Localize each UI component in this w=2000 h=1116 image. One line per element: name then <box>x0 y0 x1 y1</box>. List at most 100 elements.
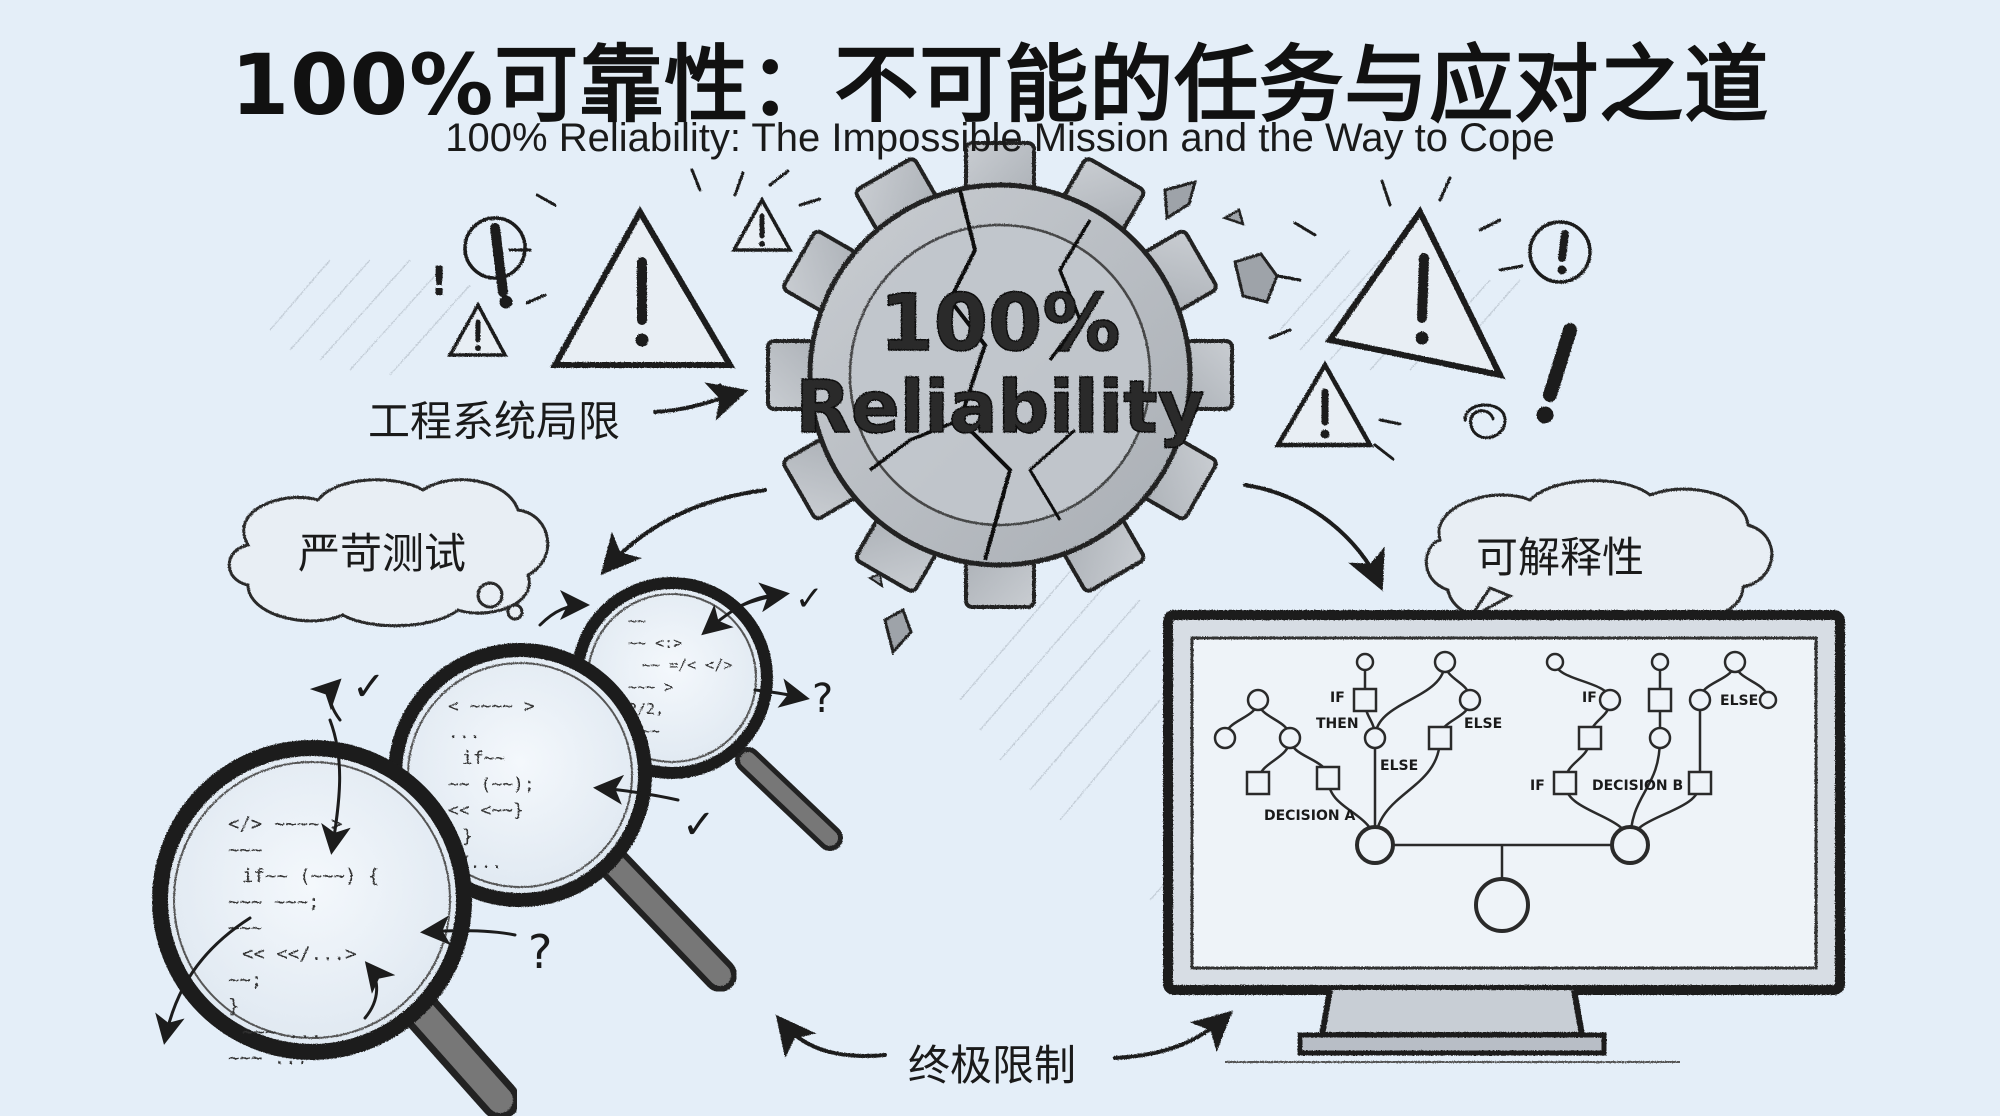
arrow-to-gear <box>653 382 749 421</box>
warning-triangle-icon <box>731 196 793 252</box>
decision-tree <box>1213 650 1778 933</box>
tree-node <box>1723 650 1747 674</box>
arrow-to-magnifiers <box>775 1014 887 1059</box>
tree-node <box>1363 726 1387 750</box>
exclamation-circle-icon <box>463 216 527 309</box>
warning-triangle-icon <box>447 301 508 357</box>
code-line: ~~~ <box>228 917 262 939</box>
code-line: ~~ <box>642 722 660 740</box>
tree-decision-box <box>1647 687 1673 713</box>
label-rigorous-testing: 严苛测试 <box>298 529 467 578</box>
speech-bubbles <box>227 478 1774 631</box>
tree-label-then: THEN <box>1316 716 1359 732</box>
tree-decision-box <box>1427 725 1453 751</box>
tree-node <box>1650 652 1670 672</box>
gear-crack <box>1048 219 1092 362</box>
tree-label-decision-b: DECISION B <box>1592 778 1683 794</box>
decision-tree-labels: IF THEN ELSE ELSE DECISION A IF ELSE IF … <box>1264 690 1758 824</box>
title-chinese: 100%可靠性：不可能的任务与应对之道 <box>230 36 1770 134</box>
tree-node <box>1246 688 1270 712</box>
code-line: ~~~ ... <box>228 1047 308 1069</box>
warning-triangle-icon <box>549 205 736 368</box>
tree-node <box>1598 688 1622 712</box>
tree-label-if: IF <box>1330 690 1345 706</box>
tree-node <box>1545 652 1565 672</box>
broken-gear: 100% Reliability <box>766 141 1279 656</box>
question-mark: ? <box>812 676 833 722</box>
flow-arrows <box>600 382 1385 1060</box>
tree-label-if: IF <box>1582 690 1597 706</box>
label-interpretability: 可解释性 <box>1476 533 1645 582</box>
marks: ✓ ✓ ✓ ? ? <box>352 579 833 979</box>
tree-node <box>1355 652 1375 672</box>
tree-label-else: ELSE <box>1464 716 1502 732</box>
arrow-to-testing <box>600 488 767 576</box>
gear-fragment <box>883 607 913 656</box>
code-line: << <~~} <box>448 800 524 821</box>
gear-crack <box>868 418 961 472</box>
check-mark: ✓ <box>352 664 386 710</box>
tree-label-else: ELSE <box>1380 758 1418 774</box>
gear-fragment <box>1233 252 1279 304</box>
warning-triangle-icon <box>1274 360 1374 448</box>
tree-decision-box <box>1352 687 1378 713</box>
label-ultimate-limits: 终极限制 <box>908 1041 1077 1090</box>
code-line: ~~ <box>628 612 646 630</box>
warning-signs: ! <box>430 168 1592 461</box>
tree-decision-box <box>1315 765 1341 791</box>
tree-edge <box>1373 661 1447 739</box>
tree-node <box>1213 726 1237 750</box>
code-line: ~~ <:> <box>628 634 682 652</box>
code-line: ~~ =/< </> <box>642 656 732 674</box>
tree-decision-box <box>1245 770 1271 796</box>
tree-node <box>1648 726 1672 750</box>
magnifier-annotations <box>155 582 810 1045</box>
code-line: << <</...> <box>242 943 356 965</box>
gear-fragment <box>867 572 884 589</box>
gear-text-percent: 100% <box>880 279 1121 369</box>
tree-node <box>1458 688 1482 712</box>
monitor <box>1163 610 1845 1063</box>
code-line: if~~ (~~~) { <box>242 865 379 887</box>
code-line: ~~ (~~); <box>448 774 535 795</box>
code-line: } <box>228 995 239 1017</box>
gear-fragment <box>1163 179 1198 221</box>
code-line: 2/2, <box>628 700 664 718</box>
gear-fragment <box>1221 208 1245 226</box>
tree-node <box>1474 877 1530 933</box>
title-english: 100% Reliability: The Impossible Mission… <box>445 116 1555 160</box>
label-engineering-limits: 工程系统局限 <box>368 397 621 446</box>
warning-triangle-icon <box>1324 206 1506 380</box>
tree-node <box>1278 726 1302 750</box>
check-mark: ✓ <box>795 579 824 619</box>
code-line: < ~~~~ > <box>448 696 535 717</box>
code-line: </> ~~~~ > <box>228 813 342 835</box>
tree-decision-box <box>1687 770 1713 796</box>
tree-label-else: ELSE <box>1720 693 1758 709</box>
check-mark: ✓ <box>682 802 716 848</box>
tree-node <box>1433 650 1457 674</box>
tree-decision-box <box>1552 770 1578 796</box>
gear-crack <box>947 189 1013 561</box>
code-line: } <box>462 826 473 847</box>
gear-text-reliability: Reliability <box>795 365 1204 449</box>
gear-crack <box>1028 428 1076 521</box>
code-line: ~~~ ... <box>242 1021 322 1043</box>
swirl-icon <box>1463 403 1507 440</box>
tree-node <box>1355 825 1395 865</box>
exclamation-mark: ! <box>430 259 448 305</box>
code-line: if~~ <box>462 748 506 769</box>
tree-label-if: IF <box>1530 778 1545 794</box>
code-line: ~~~ > <box>628 678 673 696</box>
arrow-to-monitor <box>1113 1010 1233 1060</box>
arrow-to-interpretability <box>1243 483 1385 592</box>
code-line: ~~; <box>228 969 262 991</box>
tree-node <box>1758 690 1778 710</box>
tree-decision-box <box>1577 725 1603 751</box>
tree-node <box>1688 688 1712 712</box>
tree-label-decision-a: DECISION A <box>1264 808 1355 824</box>
exclamation-circle-icon <box>1528 220 1592 284</box>
code-line: ... <box>448 722 481 743</box>
exclamation-mark-icon <box>1536 323 1577 424</box>
